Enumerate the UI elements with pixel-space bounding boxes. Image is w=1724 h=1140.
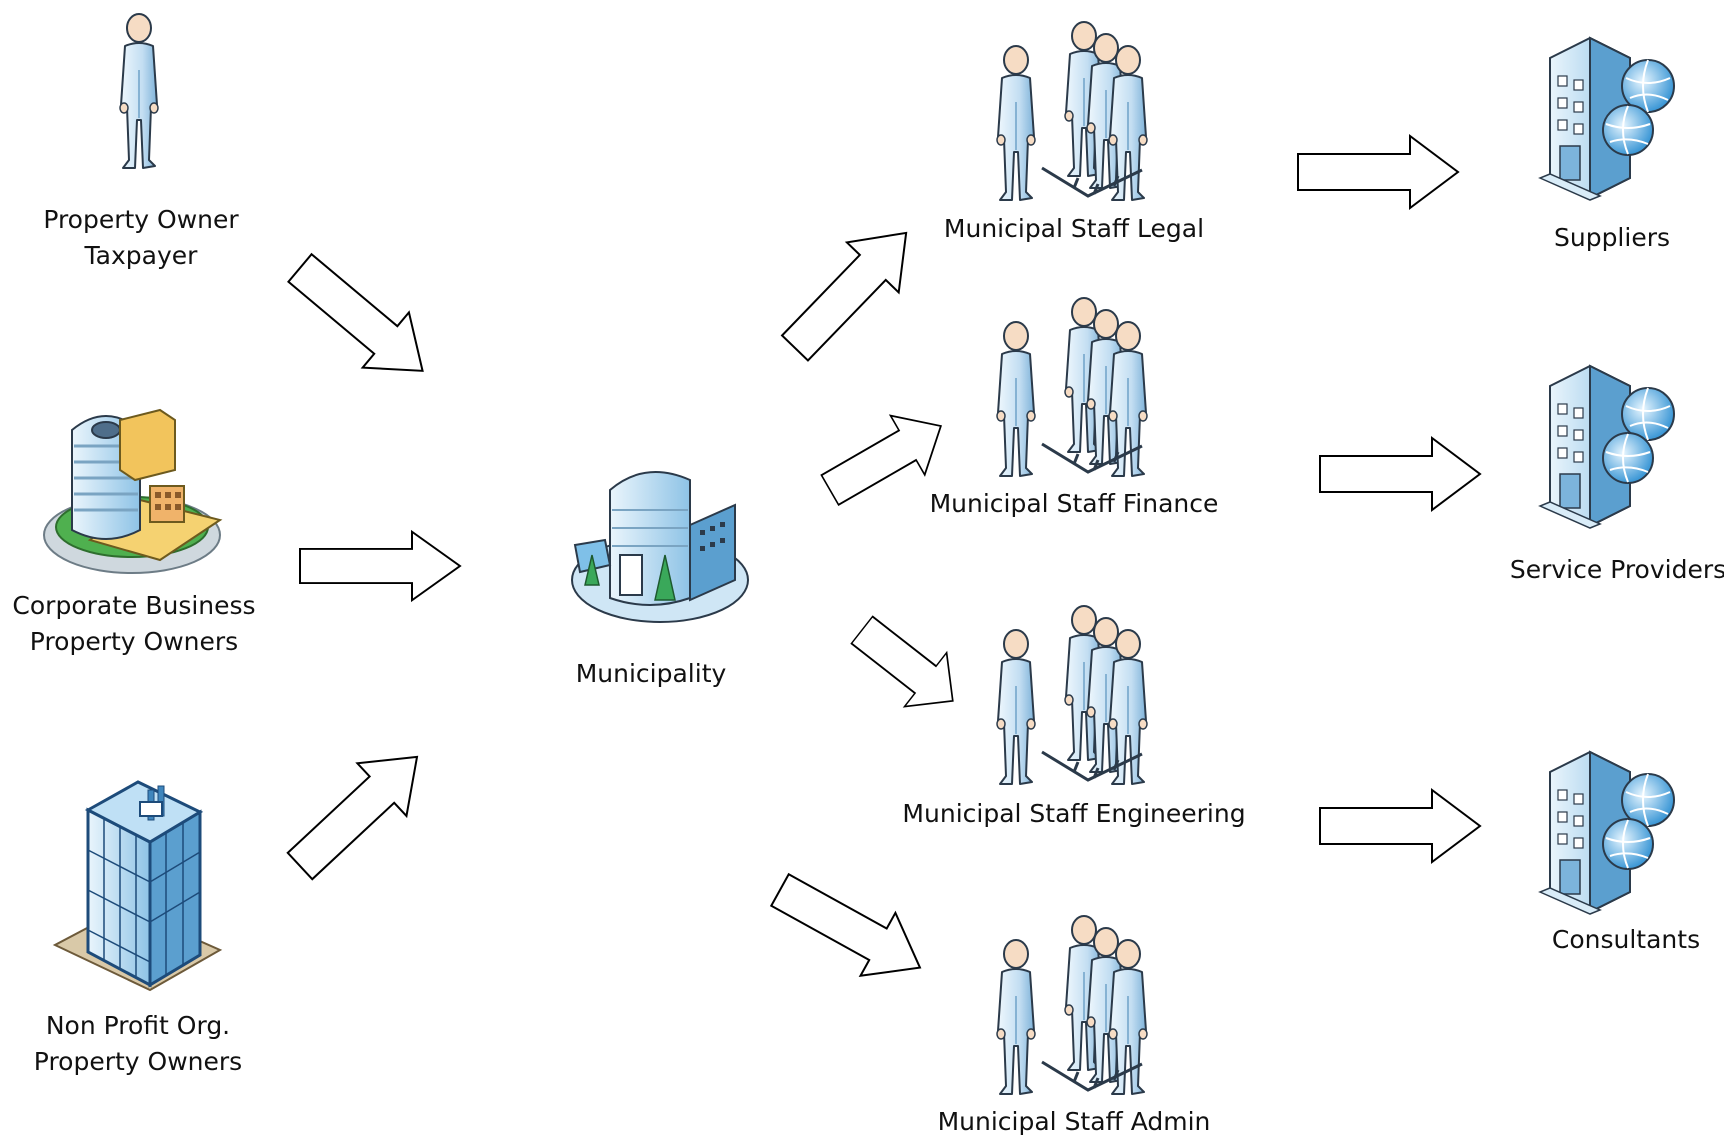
staff-engineering-label: Municipal Staff Engineering (902, 799, 1246, 828)
arrow-corporate-to-municipality (299, 530, 461, 602)
arrow-to-staff-admin (761, 857, 939, 1001)
corporate-owners-label-line1: Corporate Business (12, 591, 256, 620)
city-hall-icon (571, 471, 749, 623)
office-tower-icon (52, 780, 223, 992)
arrow-to-staff-engineering (840, 602, 975, 729)
web-building-icon-suppliers (1539, 37, 1675, 201)
arrow-to-staff-legal (768, 206, 934, 375)
web-building-icon-consultants (1539, 751, 1675, 915)
property-owner-node (119, 13, 159, 169)
arrow-legal-to-suppliers (1297, 135, 1459, 209)
consultants-label: Consultants (1551, 925, 1701, 954)
nonprofit-owners-label: Non Profit Org. Property Owners (34, 1008, 242, 1080)
corporate-owners-label-line2: Property Owners (29, 627, 239, 656)
staff-group-icon-admin (997, 916, 1147, 1094)
staff-finance-label: Municipal Staff Finance (929, 489, 1219, 518)
staff-group-icon-finance (997, 298, 1147, 476)
service-providers-label: Service Providers (1509, 555, 1724, 584)
municipality-label: Municipality (575, 659, 727, 688)
person-icon (119, 13, 159, 169)
arrow-taxpayer-to-municipality (275, 239, 447, 400)
staff-group-icon-legal (997, 22, 1147, 200)
staff-admin-label: Municipal Staff Admin (937, 1107, 1211, 1136)
arrow-finance-to-service-providers (1319, 437, 1481, 511)
nonprofit-owners-label-line1: Non Profit Org. (45, 1011, 231, 1040)
nonprofit-owners-label-line2: Property Owners (33, 1047, 243, 1076)
property-owner-label-line2: Taxpayer (84, 241, 198, 270)
office-campus-icon (43, 408, 223, 574)
property-owner-label-line1: Property Owner (43, 205, 239, 234)
property-owner-label: Property Owner Taxpayer (43, 202, 238, 274)
suppliers-label: Suppliers (1553, 223, 1671, 252)
arrow-nonprofit-to-municipality (274, 729, 443, 894)
staff-group-icon-engineering (997, 606, 1147, 784)
arrow-engineering-to-consultants (1319, 789, 1481, 863)
web-building-icon-service-providers (1539, 365, 1675, 529)
corporate-owners-label: Corporate Business Property Owners (12, 588, 255, 660)
staff-legal-label: Municipal Staff Legal (943, 214, 1205, 243)
